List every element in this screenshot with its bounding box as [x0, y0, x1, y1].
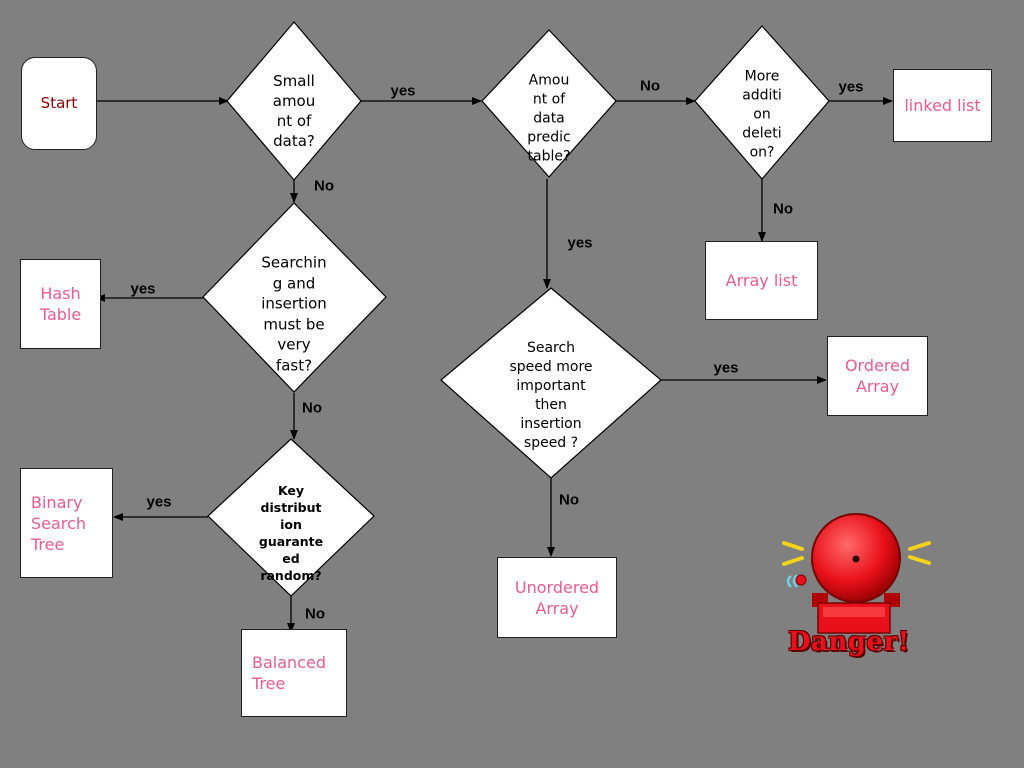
unordered-array-label: Unordered Array — [514, 577, 600, 618]
result-binary-search-tree: Binary Search Tree — [20, 468, 113, 578]
diamond-more-add-del — [694, 25, 830, 180]
result-unordered-array: Unordered Array — [497, 557, 617, 638]
decision-more-add-del-label: More additi on deleti on? — [742, 68, 782, 161]
result-balanced-tree: Balanced Tree — [241, 629, 347, 717]
edge-label-yes-more-linked: yes — [838, 78, 864, 96]
start-label: Start — [40, 94, 78, 112]
edge-label-no-more-arraylist: No — [773, 200, 793, 218]
decision-key-dist-label: Key distribut ion guarante ed random? — [258, 483, 324, 583]
diamond-key-dist — [207, 438, 375, 597]
result-array-list: Array list — [705, 241, 818, 320]
decision-search-speed-label: Search speed more important then inserti… — [509, 340, 593, 451]
diamond-fast-search — [202, 202, 387, 393]
decision-fast-search-label: Searchin g and insertion must be very fa… — [261, 253, 327, 375]
diamond-predictable — [481, 29, 617, 178]
linked-list-label: linked list — [904, 96, 981, 115]
decision-diamonds — [202, 21, 830, 597]
connectors — [95, 97, 893, 633]
edge-label-yes-fast-hash: yes — [130, 280, 156, 298]
result-hash-table: Hash Table — [20, 259, 101, 349]
start-node: Start — [21, 57, 97, 150]
result-ordered-array: Ordered Array — [827, 336, 928, 416]
array-list-label: Array list — [725, 271, 798, 290]
edge-label-yes-search-ordered: yes — [713, 359, 739, 377]
edge-label-no-predictable-more: No — [640, 77, 660, 95]
edge-label-yes-predictable-search: yes — [567, 234, 593, 252]
diamond-search-speed — [440, 287, 662, 479]
edge-label-no-small-fast: No — [314, 177, 334, 195]
result-linked-list: linked list — [893, 69, 992, 142]
decision-small-amount-label: Small amou nt of data? — [272, 72, 316, 150]
alarm-bell-icon — [782, 513, 931, 634]
diamond-small-amount — [226, 21, 362, 181]
hash-table-label: Hash Table — [39, 284, 82, 324]
decision-predictable-label: Amou nt of data predic table? — [527, 72, 571, 165]
edge-label-yes-small-predictable: yes — [390, 82, 416, 100]
danger-label: Danger! — [788, 627, 910, 657]
binary-search-tree-label: Binary Search Tree — [31, 492, 86, 554]
ordered-array-label: Ordered Array — [844, 356, 911, 396]
edge-label-yes-key-bst: yes — [146, 493, 172, 511]
edge-label-no-key-balanced: No — [305, 605, 325, 623]
edge-label-no-fast-key: No — [302, 399, 322, 417]
balanced-tree-label: Balanced Tree — [252, 653, 326, 693]
edge-label-no-search-unordered: No — [559, 491, 579, 509]
